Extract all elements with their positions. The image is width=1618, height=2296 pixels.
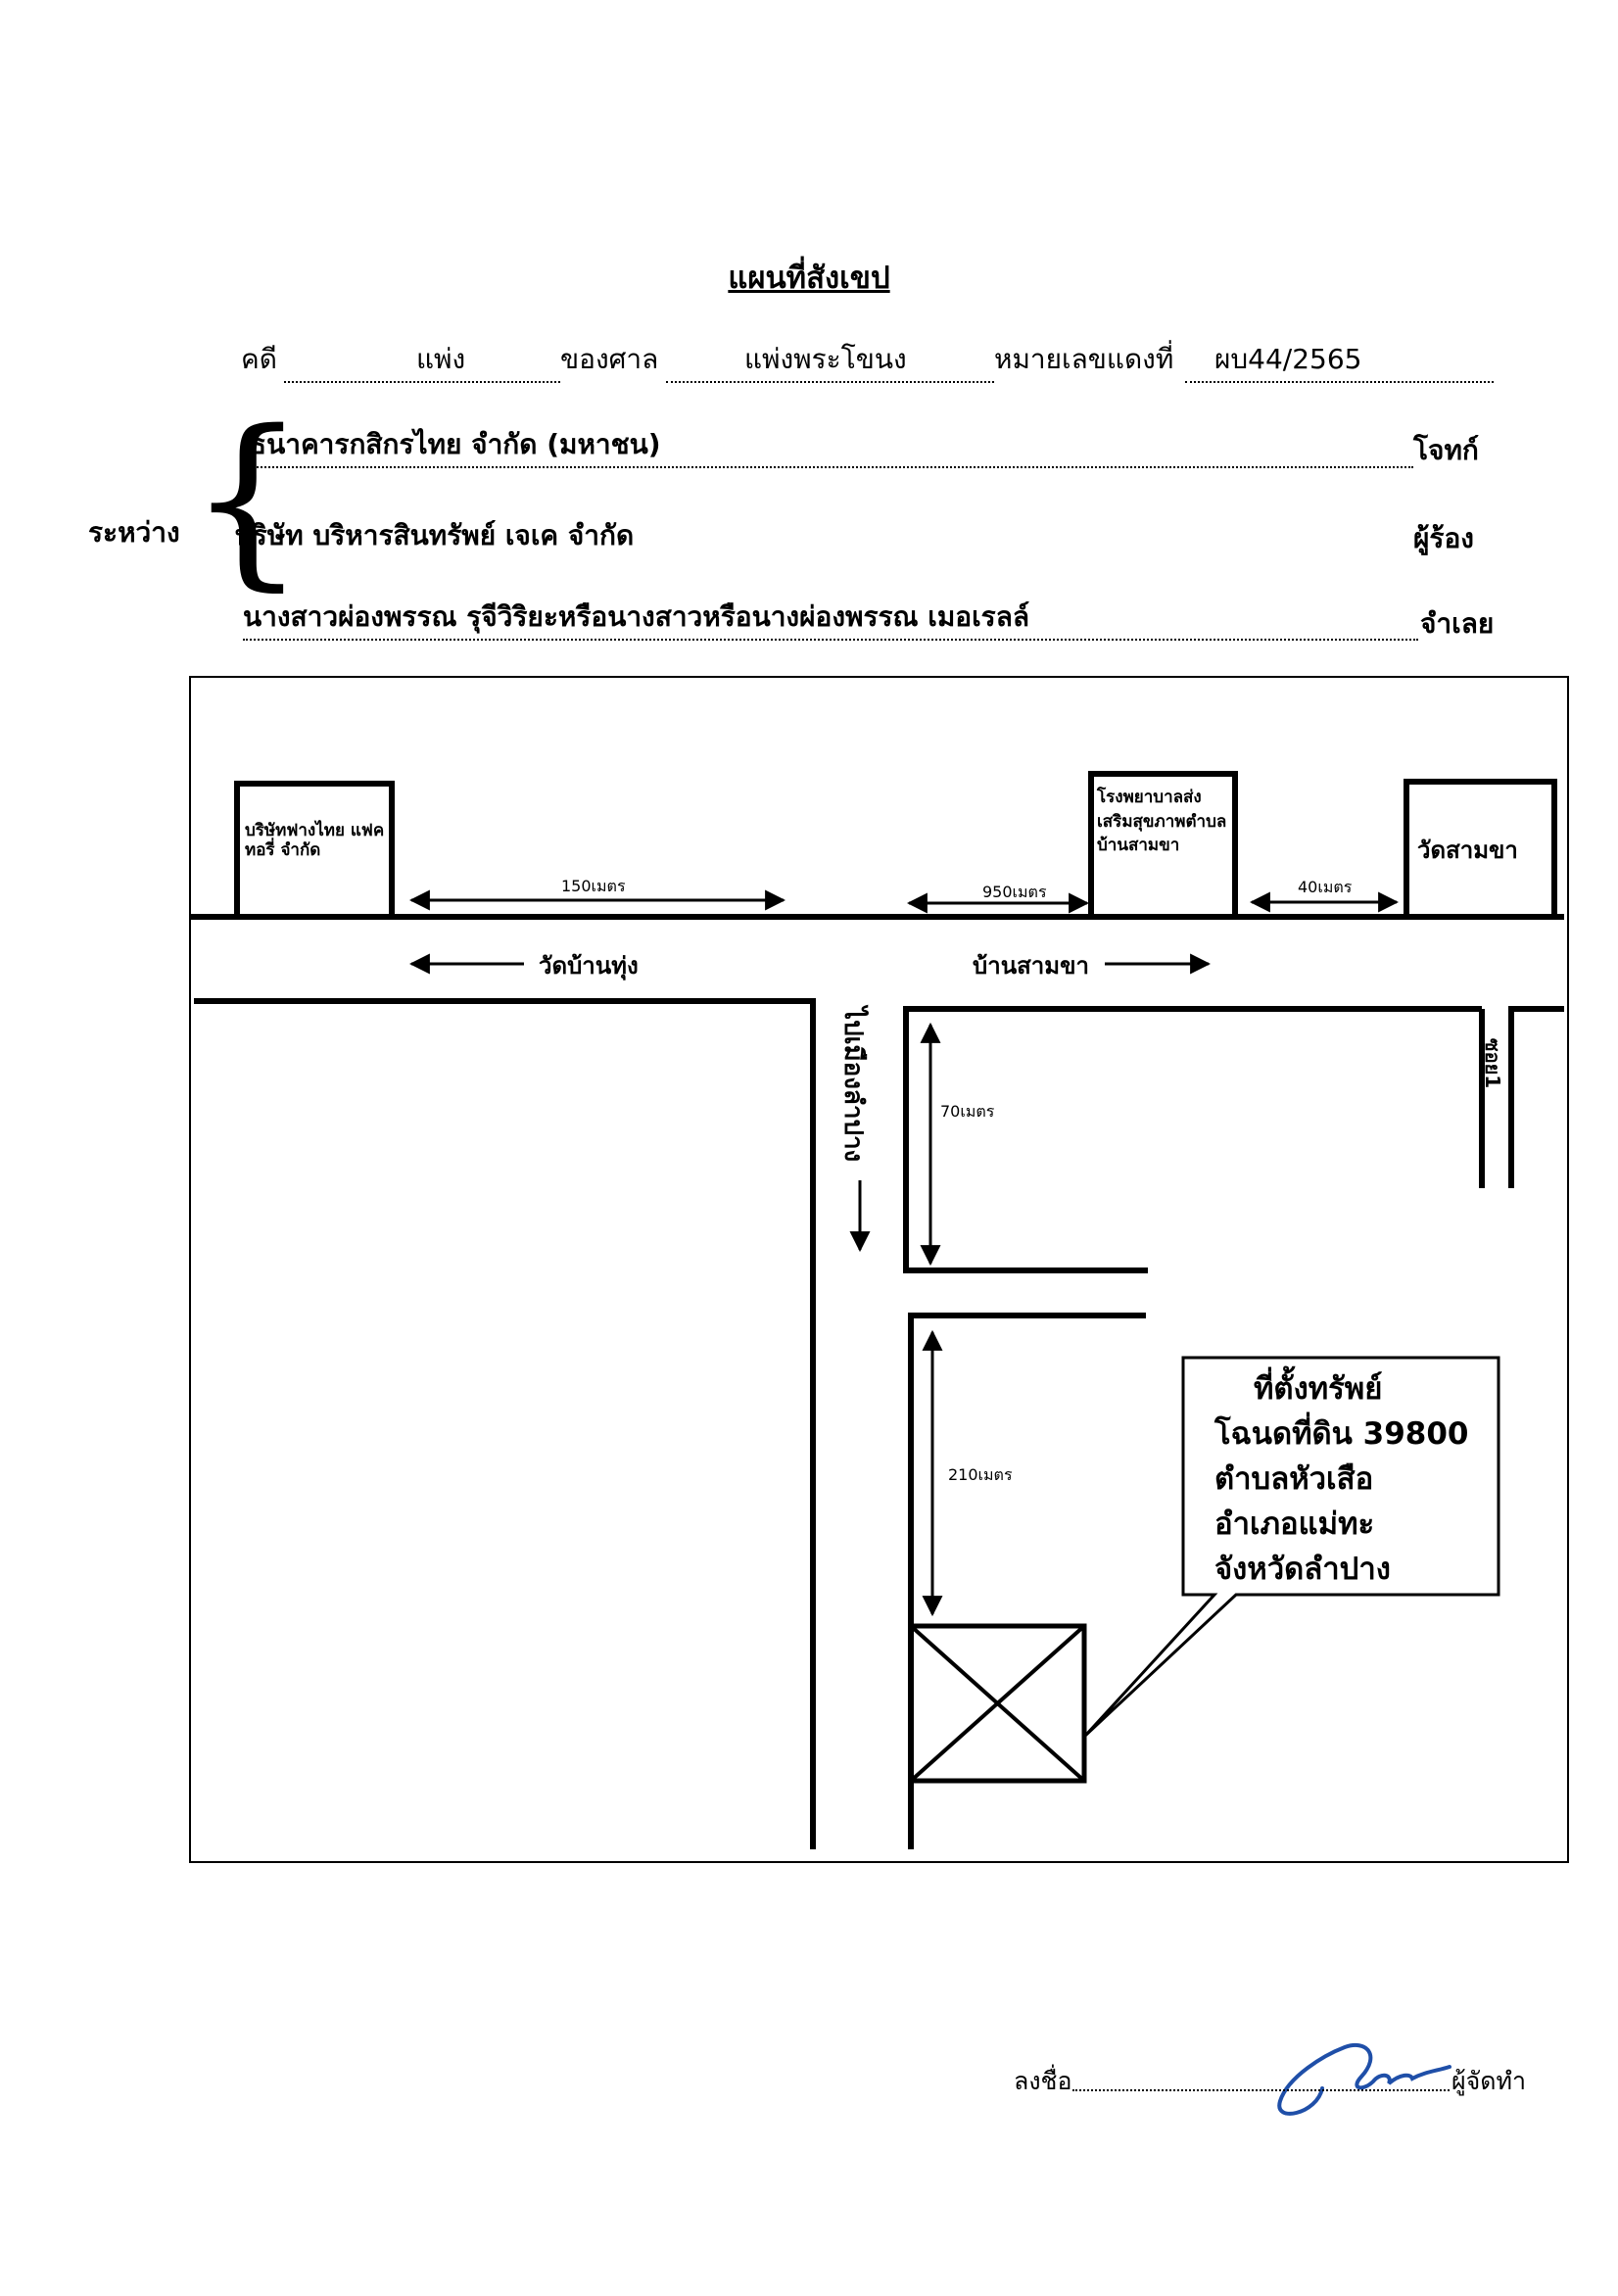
soi-label: ซอย1	[1481, 1038, 1504, 1089]
page-title: แผนที่สังเขป	[0, 253, 1618, 302]
side-road-south-block-edge	[908, 1313, 1146, 1849]
parties-brace: {	[188, 391, 307, 607]
case-type-value: แพ่ง	[416, 343, 466, 375]
distance-40-label: 40เมตร	[1298, 878, 1353, 896]
hospital-box	[1088, 771, 1238, 917]
red-number-field: ผบ44/2565	[1185, 338, 1494, 383]
party-defendant-name: นางสาวผ่องพรรณ รุจีวิริยะหรือนางสาวหรือน…	[243, 600, 1030, 633]
court-label: ของศาล	[560, 343, 659, 375]
party-defendant-role: จำเลย	[1420, 607, 1495, 640]
temple-box	[1404, 779, 1557, 917]
red-number-value: ผบ44/2565	[1214, 343, 1362, 375]
hospital-label: โรงพยาบาลส่งเสริมสุขภาพตำบลบ้านสามขา	[1097, 788, 1227, 856]
property-title: ที่ตั้งทรัพย์	[1254, 1371, 1383, 1407]
side-road-north-block-edge	[903, 1006, 1482, 1273]
main-road-west-block-edge	[194, 998, 816, 1849]
page-title-text: แผนที่สังเขป	[728, 261, 890, 296]
property-plot	[908, 1623, 1087, 1784]
signature-label: ลงชื่อ	[1014, 2067, 1072, 2095]
court-value: แพ่งพระโขนง	[744, 343, 907, 375]
road-south-label: ไปเมืองลำปาง	[838, 1007, 868, 1163]
court-field: แพ่งพระโขนง	[666, 338, 994, 383]
property-callout-bubble	[1083, 1356, 1500, 1738]
party-petitioner-name: บริษัท บริหารสินทรัพย์ เจเค จำกัด	[235, 519, 635, 551]
company-box	[234, 781, 395, 917]
property-callout-text: ที่ตั้งทรัพย์ โฉนดที่ดิน 39800 ตำบลหัวเส…	[1214, 1366, 1508, 1592]
road-east-label: บ้านสามขา	[973, 952, 1089, 980]
distance-150-label: 150เมตร	[561, 877, 626, 895]
distance-70-label: 70เมตร	[940, 1102, 995, 1121]
distance-950-label: 950เมตร	[982, 883, 1047, 901]
property-district: อำเภอแม่ทะ	[1214, 1507, 1375, 1542]
property-province: จังหวัดลำปาง	[1214, 1552, 1391, 1587]
case-label: คดี	[241, 343, 277, 375]
property-subdistrict: ตำบลหัวเสือ	[1214, 1461, 1374, 1497]
road-west-label: วัดบ้านทุ่ง	[539, 952, 639, 980]
company-label: บริษัทฟางไทย แฟคทอรี่ จำกัด	[245, 821, 385, 861]
soi-east-edge	[1508, 1006, 1564, 1188]
signature-line	[1072, 2070, 1450, 2091]
sketch-map-frame	[189, 676, 1569, 1863]
party-defendant-name-field: นางสาวผ่องพรรณ รุจีวิริยะหรือนางสาวหรือน…	[243, 596, 1418, 641]
red-number-label: หมายเลขแดงที่	[994, 343, 1174, 375]
signature-role: ผู้จัดทำ	[1451, 2067, 1527, 2095]
party-petitioner-role: ผู้ร้อง	[1413, 522, 1474, 554]
party-plaintiff-role: โจทก์	[1413, 434, 1479, 466]
case-type-field: แพ่ง	[284, 338, 560, 383]
party-plaintiff-name-field: ธนาคารกสิกรไทย จำกัด (มหาชน)	[250, 423, 1413, 468]
property-plot-cross-b	[909, 1624, 1086, 1783]
distance-210-label: 210เมตร	[948, 1465, 1013, 1484]
temple-label: วัดสามขา	[1417, 837, 1518, 864]
party-plaintiff-name: ธนาคารกสิกรไทย จำกัด (มหาชน)	[250, 428, 661, 460]
property-deed: โฉนดที่ดิน 39800	[1214, 1416, 1469, 1452]
between-label: ระหว่าง	[88, 516, 180, 549]
signature-mark	[1277, 2043, 1451, 2116]
